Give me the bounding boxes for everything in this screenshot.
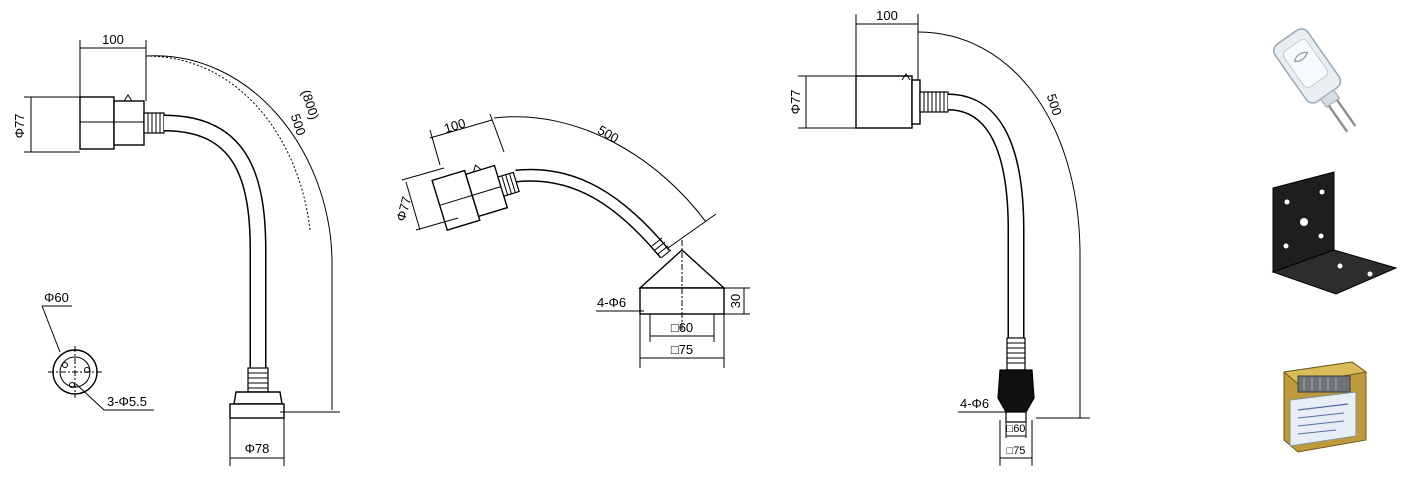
lamp-c-dim-holes: 4-Φ6 (960, 396, 989, 411)
lamp-b-dim-length: 100 (442, 115, 467, 136)
lamp-a-head (79, 96, 115, 150)
lamp-c-dim-length: 100 (876, 8, 898, 23)
lamp-c-head (855, 75, 913, 129)
lamp-a-neck (143, 112, 165, 134)
lamp-c-arc-dim (917, 31, 1081, 418)
lamp-b-dim-sq60: □60 (671, 320, 693, 335)
lamp-c-dim-sq75: □75 (1007, 445, 1026, 457)
lamp-c-drawing: 100 Φ77 500 4-Φ6 □60 □75 (788, 8, 1090, 466)
lamp-b-dim-sq75: □75 (671, 342, 693, 357)
lamp-b-dim-height: 30 (728, 294, 743, 308)
lamp-b-lower-ribs (651, 237, 672, 259)
lamp-a-base-plan: Φ60 3-Φ5.5 (41, 290, 154, 411)
lamp-a-lower-ribs (247, 367, 269, 393)
lamp-a-arc-dim (145, 55, 333, 410)
lamp-a-dim-head-dia: Φ77 (12, 114, 27, 139)
lamp-b-drawing: 100 Φ77 500 30 4-Φ6 □60 □75 (393, 113, 750, 368)
lamp-c-lower-ribs (1006, 337, 1026, 371)
lamp-a-dim-base-dia: Φ78 (245, 441, 270, 456)
halogen-bulb-icon (1273, 28, 1357, 133)
lamp-c-base (997, 369, 1035, 413)
lamp-c-dim-head-dia: Φ77 (788, 90, 803, 115)
lamp-a-dim-pcd: Φ60 (44, 290, 69, 305)
mounting-bracket-icon (1271, 171, 1398, 295)
lamp-b-dim-arc-500: 500 (595, 122, 621, 146)
lamp-a-dim-length: 100 (102, 32, 124, 47)
transformer-icon (1282, 361, 1368, 453)
lamp-a-base (229, 403, 285, 419)
lamp-b-head (431, 164, 520, 232)
lamp-a-dim-arc-500: 500 (288, 112, 309, 137)
lamp-a-dim-holes: 3-Φ5.5 (107, 394, 147, 409)
lamp-c-dim-arc-500: 500 (1044, 92, 1065, 117)
lamp-a-base-top (233, 391, 283, 405)
lamp-b-dim-head-dia: Φ77 (393, 195, 414, 223)
lamp-a-head-collar (113, 100, 145, 146)
lamp-b-arc-dim (493, 116, 707, 223)
lamp-c-dim-sq60: □60 (1007, 423, 1026, 435)
lamp-c-neck (919, 91, 949, 113)
lamp-b-dim-holes: 4-Φ6 (597, 295, 626, 310)
lamp-a-drawing: 100 Φ77 500 (800) Φ78 Φ60 (12, 32, 340, 466)
